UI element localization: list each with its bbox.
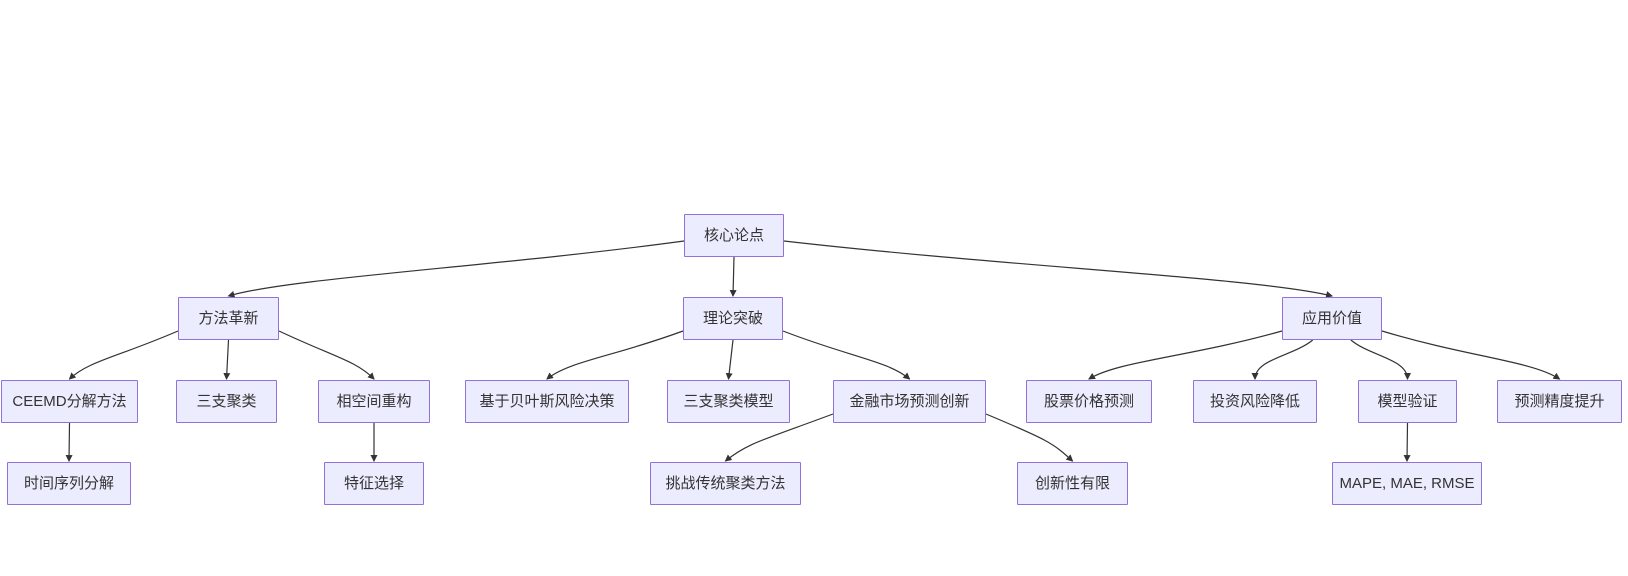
node-time-series-decomposition: 时间序列分解	[7, 462, 131, 505]
node-investment-risk-reduction: 投资风险降低	[1193, 380, 1317, 423]
node-core-thesis: 核心论点	[684, 214, 784, 257]
node-label: 基于贝叶斯风险决策	[479, 393, 615, 410]
node-label: 投资风险降低	[1209, 393, 1300, 410]
edge-theory-breakthrough--three-way-clustering-model	[725, 339, 734, 381]
node-challenge-traditional-clustering: 挑战传统聚类方法	[650, 462, 801, 505]
node-three-way-clustering: 三支聚类	[176, 380, 277, 423]
node-evaluation-metrics: MAPE, MAE, RMSE	[1332, 462, 1482, 505]
node-feature-selection: 特征选择	[324, 462, 424, 505]
node-method-innovation: 方法革新	[178, 297, 279, 340]
node-label: 时间序列分解	[23, 475, 114, 492]
node-label: 金融市场预测创新	[849, 393, 970, 410]
node-application-value: 应用价值	[1282, 297, 1382, 340]
node-label: 相空间重构	[336, 393, 412, 410]
node-label: CEEMD分解方法	[12, 393, 127, 410]
edge-method-innovation--three-way-clustering	[223, 339, 231, 381]
edge-financial-market-innovation--challenge-traditional-clustering	[724, 413, 834, 462]
node-bayesian-risk-decision: 基于贝叶斯风险决策	[465, 380, 629, 423]
node-prediction-accuracy-improvement: 预测精度提升	[1497, 380, 1622, 423]
node-label: 理论突破	[702, 310, 763, 327]
node-label: MAPE, MAE, RMSE	[1339, 475, 1475, 492]
node-three-way-clustering-model: 三支聚类模型	[667, 380, 790, 423]
node-label: 预测精度提升	[1514, 393, 1605, 410]
edge-method-innovation--ceemd-decomposition	[68, 330, 179, 380]
edge-application-value--model-validation	[1350, 339, 1411, 381]
edge-model-validation--evaluation-metrics	[1403, 422, 1411, 463]
node-financial-market-innovation: 金融市场预测创新	[833, 380, 986, 423]
node-label: 特征选择	[343, 475, 404, 492]
edge-theory-breakthrough--bayesian-risk-decision	[546, 330, 684, 380]
edge-application-value--prediction-accuracy-improvement	[1381, 330, 1561, 380]
node-label: 模型验证	[1377, 393, 1438, 410]
node-label: 股票价格预测	[1043, 393, 1134, 410]
edge-application-value--investment-risk-reduction	[1251, 339, 1314, 381]
node-label: 三支聚类	[196, 393, 257, 410]
node-theory-breakthrough: 理论突破	[683, 297, 783, 340]
node-label: 应用价值	[1301, 310, 1362, 327]
node-label: 创新性有限	[1034, 475, 1110, 492]
node-label: 方法革新	[198, 310, 259, 327]
edge-core-thesis--theory-breakthrough	[729, 256, 737, 298]
node-label: 核心论点	[703, 227, 764, 244]
node-stock-price-prediction: 股票价格预测	[1026, 380, 1152, 423]
node-label: 三支聚类模型	[683, 393, 774, 410]
node-limited-novelty: 创新性有限	[1017, 462, 1128, 505]
edge-financial-market-innovation--limited-novelty	[985, 413, 1074, 462]
edge-core-thesis--method-innovation	[227, 240, 685, 298]
edge-ceemd-decomposition--time-series-decomposition	[65, 422, 73, 463]
edge-core-thesis--application-value	[783, 240, 1334, 298]
node-model-validation: 模型验证	[1358, 380, 1457, 423]
node-phase-space-reconstruction: 相空间重构	[318, 380, 430, 423]
edge-group	[65, 240, 1561, 463]
edge-method-innovation--phase-space-reconstruction	[278, 330, 375, 380]
edge-application-value--stock-price-prediction	[1088, 330, 1283, 380]
node-ceemd-decomposition: CEEMD分解方法	[1, 380, 138, 423]
node-label: 挑战传统聚类方法	[665, 475, 786, 492]
edge-theory-breakthrough--financial-market-innovation	[782, 330, 911, 380]
